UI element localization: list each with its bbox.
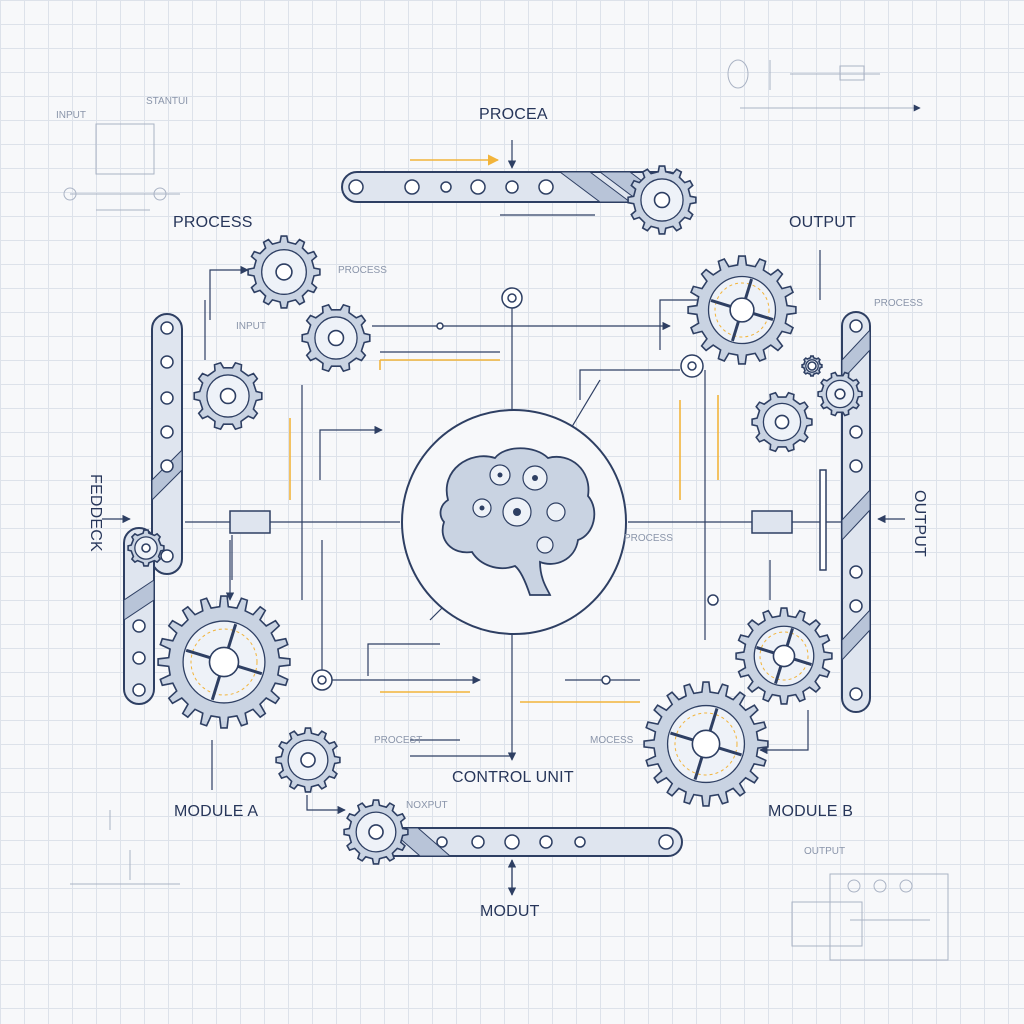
conveyor-bottom <box>362 828 682 856</box>
corner-sketch-top-right <box>728 60 920 108</box>
label-output-vertical: OUTPUT <box>910 490 928 557</box>
gear-small-bottom-left-icon <box>276 728 340 792</box>
label-module-a: MODULE A <box>174 803 258 821</box>
small-label-noxput: NOXPUT <box>406 800 448 811</box>
small-label-output-bottom: OUTPUT <box>804 846 845 857</box>
chain-right <box>842 312 870 712</box>
small-label-procest: PROCEST <box>374 735 422 746</box>
gear-right-micro-icon <box>802 356 822 376</box>
small-label-process-right: PROCESS <box>874 298 923 309</box>
control-unit <box>402 410 626 634</box>
label-module-b: MODULE B <box>768 803 853 821</box>
label-top: PROCEA <box>479 106 548 124</box>
label-output: OUTPUT <box>789 214 856 232</box>
gear-process-mid-icon <box>302 305 370 371</box>
gear-chain-left-icon <box>128 530 164 566</box>
gear-right-small-icon <box>752 393 812 452</box>
corner-sketch-top-left <box>64 124 180 210</box>
small-label-mocess: MOCESS <box>590 735 633 746</box>
label-process: PROCESS <box>173 214 253 232</box>
corner-sketch-bottom-left <box>70 810 180 884</box>
gear-module-a-icon <box>158 596 290 728</box>
gear-output-large-icon <box>688 256 796 364</box>
gear-process-top-icon <box>248 236 320 308</box>
small-label-input: INPUT <box>56 110 86 121</box>
gear-left-upper-icon <box>194 363 262 429</box>
small-label-process-1: PROCESS <box>338 265 387 276</box>
corner-sketch-bottom-right <box>792 874 948 960</box>
label-bottom: MODUT <box>480 903 540 921</box>
label-feedback: FEDDECK <box>86 474 104 552</box>
small-label-process-center: PROCESS <box>624 533 673 544</box>
gear-module-b-upper-icon <box>736 608 832 704</box>
small-label-stantu: STANTUI <box>146 96 188 107</box>
label-control-unit: CONTROL UNIT <box>452 769 574 787</box>
gear-module-b-icon <box>644 682 768 806</box>
small-label-input-2: INPUT <box>236 321 266 332</box>
